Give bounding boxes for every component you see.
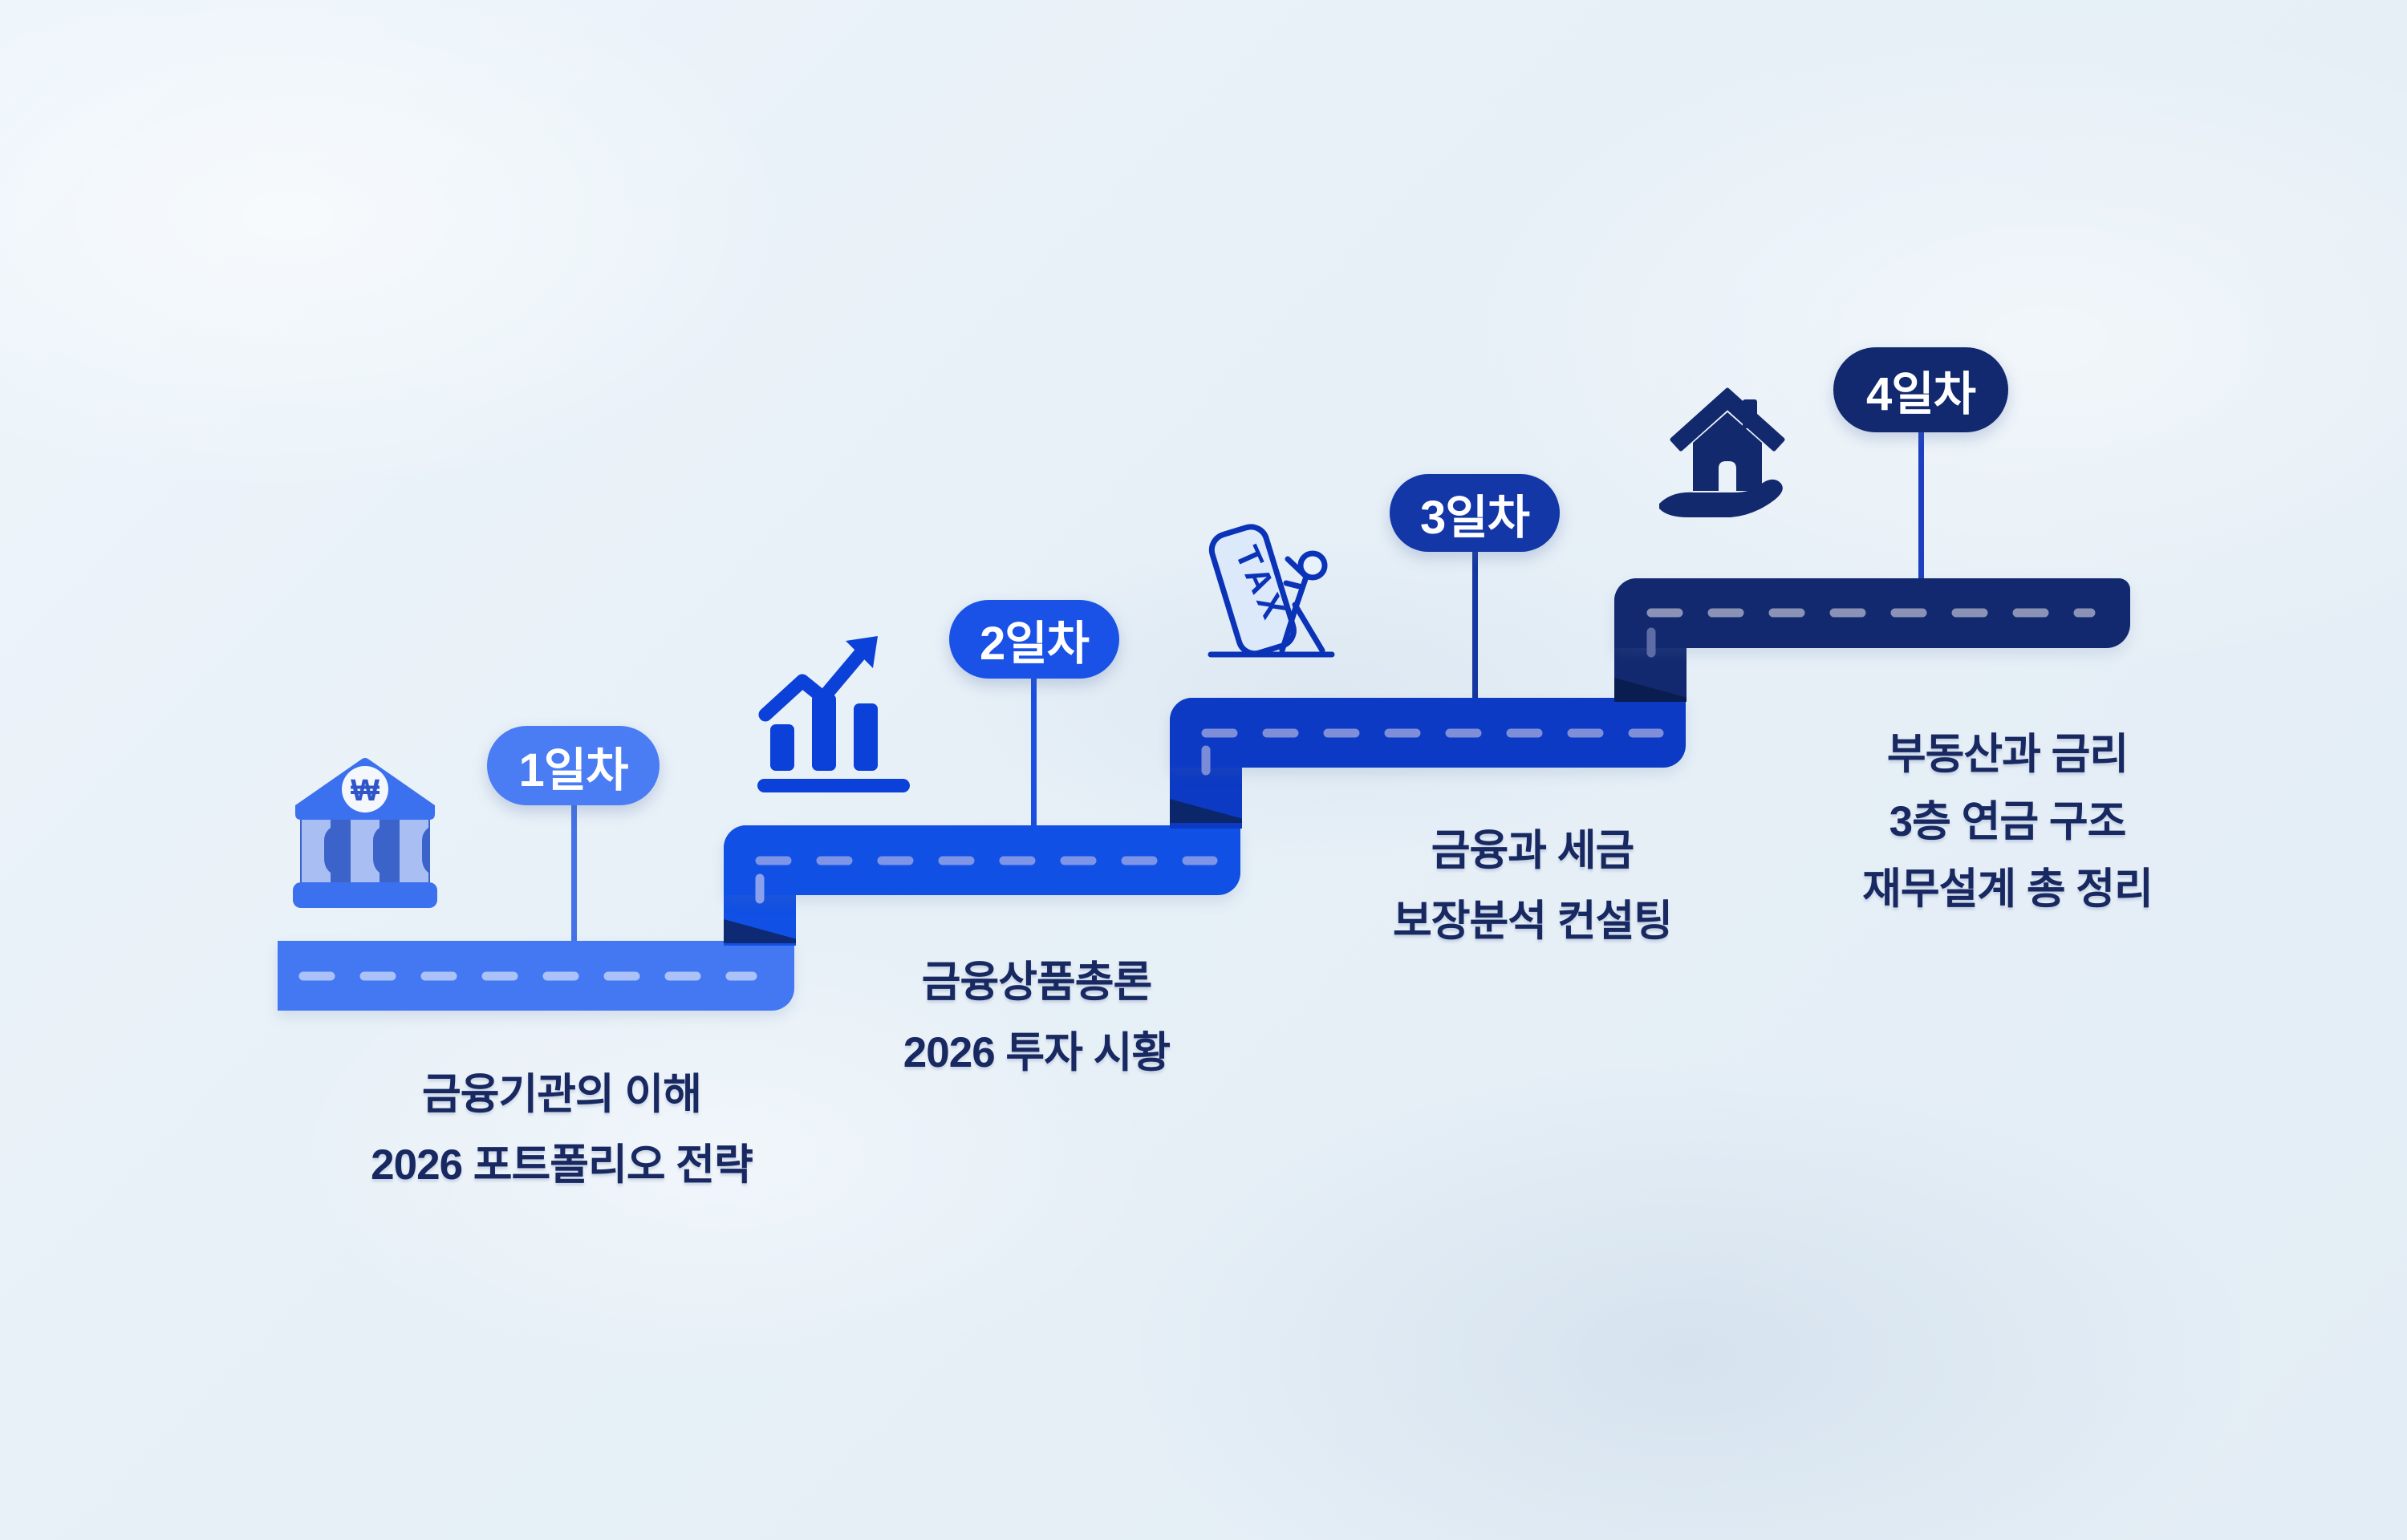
house-on-hand-icon [1658,387,1798,537]
step-2-description: 금융상품총론 2026 투자 시황 [903,956,1171,1097]
step-4-description: 부동산과 금리 3층 연금 구조 재무설계 총 정리 [1862,728,2153,930]
step-1-description: 금융기관의 이해 2026 포트폴리오 전략 [371,1068,753,1210]
step-3-line-2: 보장분석 컨설팅 [1392,898,1673,945]
step-3-road-bar [1170,698,1686,768]
step-4-badge-label: 4일차 [1866,368,1976,420]
growth-bar-chart-icon [756,636,912,792]
step-1-badge-stem [571,798,577,946]
won-symbol: ₩ [351,774,380,808]
step-2-day-badge: 2일차 [949,600,1119,679]
step-3-description: 금융과 세금 보장분석 컨설팅 [1392,825,1673,966]
step-4-road-bar [1614,578,2130,648]
step-4-line-2: 3층 연금 구조 [1889,798,2127,845]
step-4-line-3: 재무설계 총 정리 [1862,865,2153,913]
step-4-badge-stem [1918,430,1924,584]
step-3-badge-label: 3일차 [1420,491,1530,544]
step-1-line-1: 금융기관의 이해 [421,1071,702,1118]
step-3-line-1: 금융과 세금 [1431,827,1635,874]
step-1-day-badge: 1일차 [487,726,660,805]
step-1-badge-label: 1일차 [518,744,629,796]
step-2-road-bar [724,825,1240,895]
step-3-badge-stem [1472,547,1478,703]
step-4-line-1: 부동산과 금리 [1886,731,2129,778]
step-2-badge-label: 2일차 [980,618,1090,670]
step-1-road-bar [278,941,794,1011]
person-pushing-tax-icon: TAX [1208,516,1356,660]
step-4-day-badge: 4일차 [1833,347,2008,432]
step-3-day-badge: 3일차 [1390,474,1560,552]
step-2-badge-stem [1031,674,1037,831]
step-2-line-2: 2026 투자 시황 [903,1029,1171,1076]
step-2-line-1: 금융상품총론 [921,958,1153,1006]
step-1-line-2: 2026 포트폴리오 전략 [371,1141,753,1189]
bank-won-icon: ₩ [289,756,441,908]
